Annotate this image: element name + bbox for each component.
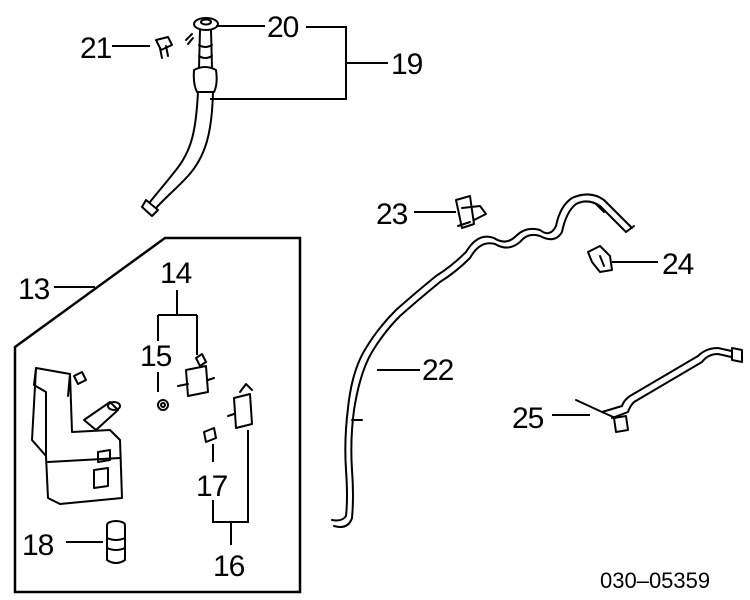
callout-21: 21 <box>80 32 112 65</box>
rear-hose <box>575 347 743 433</box>
callout-16: 16 <box>213 550 245 583</box>
washer-reservoir <box>31 367 123 505</box>
clip-icon <box>455 195 487 229</box>
callout-18: 18 <box>22 529 54 562</box>
reservoir-group-frame <box>13 236 302 594</box>
callout-15: 15 <box>140 340 172 373</box>
connector-icon <box>106 520 126 564</box>
washer-hose <box>331 193 635 528</box>
callout-23: 23 <box>376 198 408 231</box>
callout-20: 20 <box>267 11 299 44</box>
callout-25: 25 <box>512 402 544 435</box>
joint-icon <box>587 245 613 273</box>
callout-17: 17 <box>196 470 228 503</box>
callout-14: 14 <box>160 257 192 290</box>
washer-pump-icon <box>157 353 215 411</box>
callout-13: 13 <box>18 273 50 306</box>
figure-code: 030–05359 <box>600 568 710 593</box>
callout-22: 22 <box>422 354 454 387</box>
callout-24: 24 <box>662 248 694 281</box>
callout-19: 19 <box>391 48 423 81</box>
bolt-icon <box>155 36 173 59</box>
washer-motor-icon <box>203 383 253 443</box>
filler-neck-assembly <box>141 17 219 217</box>
